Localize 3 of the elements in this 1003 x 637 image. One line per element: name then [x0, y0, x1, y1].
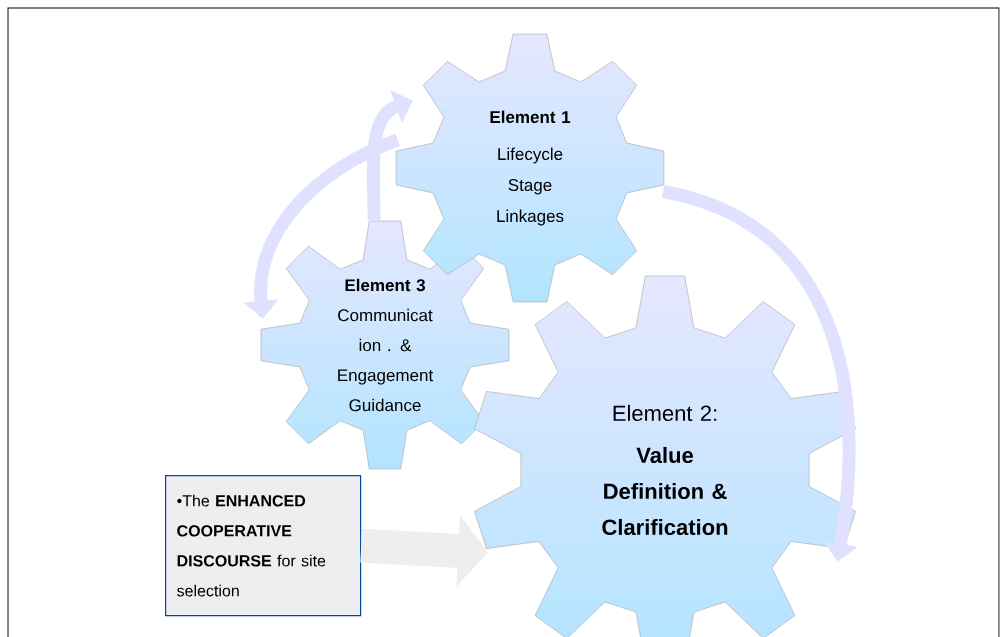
gear: Element 2: Value Definition & Clarification — [474, 275, 856, 637]
callout-box: •The ENHANCED COOPERATIVE DISCOURSE for site selection — [165, 475, 362, 617]
curved-arrow — [366, 90, 413, 221]
